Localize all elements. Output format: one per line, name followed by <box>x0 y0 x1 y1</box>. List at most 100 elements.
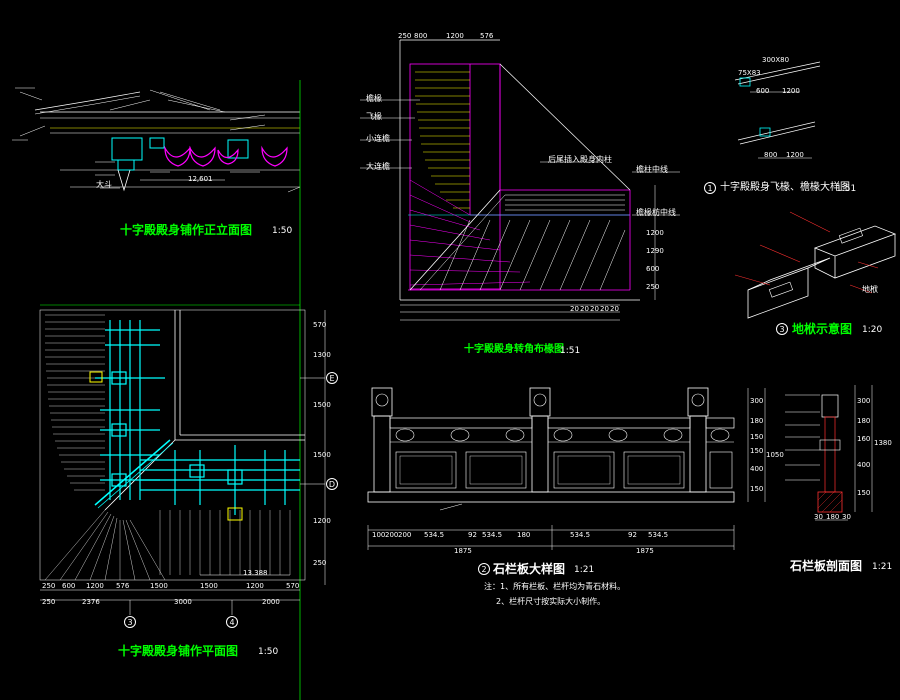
balustrade-section-dim: 150 <box>857 489 871 497</box>
plan-dim: 250 <box>42 582 56 590</box>
plan-axis-4: 4 <box>226 616 238 628</box>
balustrade-section-drawing <box>785 385 873 521</box>
plan-axis-d: D <box>326 478 338 490</box>
detail-1-title: 十字殿殿身飞椽、檐椽大样图 <box>720 182 850 193</box>
plan-dim: 2000 <box>262 598 280 606</box>
plan-axis-e: E <box>326 372 338 384</box>
rafter-plan-drawing <box>360 39 680 321</box>
plan-dim: 576 <box>116 582 130 590</box>
detail-3-label: 地栿 <box>862 285 878 294</box>
plan-scale: 1:50 <box>258 647 279 657</box>
plan-dim: 600 <box>62 582 76 590</box>
plan-drawing <box>39 304 326 615</box>
plan-dim: 570 <box>286 582 300 590</box>
plan-side-dim: 1500 <box>313 451 331 459</box>
plan-side-dim: 1300 <box>313 351 331 359</box>
balustrade-right-dim: 150 <box>750 485 764 493</box>
rafter-plan-top-dim: 800 <box>414 32 428 40</box>
detail-3-drawing <box>734 211 897 319</box>
balustrade-section-bottom-dim: 30 <box>842 513 851 521</box>
plan-side-dim: 250 <box>313 559 327 567</box>
balustrade-section-scale: 1:21 <box>872 562 893 572</box>
front-elevation-title: 十字殿殿身铺作正立面图 <box>120 223 253 237</box>
plan-dim: 2376 <box>82 598 100 606</box>
rafter-plan-bottom-dim: 20 <box>570 305 579 313</box>
detail-1-dim: 1200 <box>782 87 800 95</box>
detail-3-scale: 1:20 <box>862 325 883 335</box>
balustrade-number: 2 <box>478 563 490 575</box>
balustrade-section-dim: 400 <box>857 461 871 469</box>
rafter-plan-label: 檐椽枋中线 <box>636 208 676 217</box>
balustrade-section-dim: 1380 <box>874 439 892 447</box>
balustrade-section-bottom-dim: 30 <box>814 513 823 521</box>
detail-3-title: 地栿示意图 <box>792 322 853 336</box>
balustrade-scale: 1:21 <box>574 565 595 575</box>
balustrade-right-dim: 150 <box>750 433 764 441</box>
detail-1-dim: 800 <box>764 151 778 159</box>
balustrade-section-dim: 300 <box>857 397 871 405</box>
front-elevation-scale: 1:50 <box>272 226 293 236</box>
rafter-plan-bottom-dim: 20 <box>580 305 589 313</box>
rafter-plan-label: 大连檐 <box>366 162 390 171</box>
rafter-plan-scale: 1:51 <box>560 346 581 356</box>
plan-elevation: 13.388 <box>243 569 268 577</box>
balustrade-dim: 534.5 <box>424 531 445 539</box>
detail-3-number: 3 <box>776 323 788 335</box>
plan-dim: 1200 <box>86 582 104 590</box>
plan-dim: 250 <box>42 598 56 606</box>
balustrade-big-dim: 1875 <box>636 547 654 555</box>
balustrade-dim: 534.5 <box>648 531 669 539</box>
rafter-plan-label: 檐柱中线 <box>636 165 668 174</box>
balustrade-section-title: 石栏板剖面图 <box>790 559 863 573</box>
detail-1-dim: 600 <box>756 87 770 95</box>
rafter-plan-title: 十字殿殿身转角布椽图 <box>464 344 564 355</box>
plan-side-dim: 1200 <box>313 517 331 525</box>
balustrade-dim: 534.5 <box>570 531 591 539</box>
detail-1-dim: 1200 <box>786 151 804 159</box>
balustrade-section-bottom-dim: 180 <box>826 513 840 521</box>
front-elevation-dim: 12,601 <box>188 175 213 183</box>
rafter-plan-right-dim: 1200 <box>646 229 664 237</box>
plan-axis-3: 3 <box>124 616 136 628</box>
rafter-plan-bottom-dim: 20 <box>600 305 609 313</box>
balustrade-section-dim: 160 <box>857 435 871 443</box>
rafter-plan-top-dim: 1200 <box>446 32 464 40</box>
plan-dim: 3000 <box>174 598 192 606</box>
balustrade-dim: 200 <box>385 531 399 539</box>
plan-side-dim: 1500 <box>313 401 331 409</box>
rafter-plan-bottom-dim: 20 <box>610 305 619 313</box>
plan-title: 十字殿殿身铺作平面图 <box>118 644 239 658</box>
balustrade-title: 石栏板大样图 <box>493 562 566 576</box>
rafter-plan-top-dim: 250 <box>398 32 412 40</box>
balustrade-dim: 100 <box>372 531 386 539</box>
balustrade-right-dim: 400 <box>750 465 764 473</box>
front-elevation-label: 大斗 <box>96 180 112 189</box>
balustrade-dim: 200 <box>398 531 412 539</box>
balustrade-dim: 92 <box>628 531 637 539</box>
detail-1-dim: 300X80 <box>762 56 790 64</box>
balustrade-right-dim: 300 <box>750 397 764 405</box>
balustrade-note: 注：1、所有栏板、栏杆均为青石材料。 <box>484 582 626 591</box>
balustrade-right-dim: 180 <box>750 417 764 425</box>
rafter-plan-label: 飞椽 <box>366 112 382 121</box>
balustrade-dim: 534.5 <box>482 531 503 539</box>
rafter-plan-label: 小连檐 <box>366 134 390 143</box>
front-elevation-drawing <box>12 80 301 700</box>
balustrade-big-dim: 1875 <box>454 547 472 555</box>
balustrade-right-dim: 150 <box>750 447 764 455</box>
rafter-plan-right-dim: 600 <box>646 265 660 273</box>
detail-1-drawing <box>734 61 821 159</box>
detail-1-scale: 1:51 <box>836 184 857 194</box>
plan-side-dim: 570 <box>313 321 327 329</box>
detail-1-dim: 75X83 <box>738 69 761 77</box>
plan-dim: 1500 <box>150 582 168 590</box>
rafter-plan-label: 檐椽 <box>366 94 382 103</box>
balustrade-section-dim: 180 <box>857 417 871 425</box>
rafter-plan-bottom-dim: 20 <box>590 305 599 313</box>
rafter-plan-label: 后尾插入殿身内柱 <box>548 155 612 164</box>
plan-dim: 1500 <box>200 582 218 590</box>
plan-dim: 1200 <box>246 582 264 590</box>
rafter-plan-right-dim: 1290 <box>646 247 664 255</box>
balustrade-note: 2、栏杆尺寸按实际大小制作。 <box>496 597 606 606</box>
